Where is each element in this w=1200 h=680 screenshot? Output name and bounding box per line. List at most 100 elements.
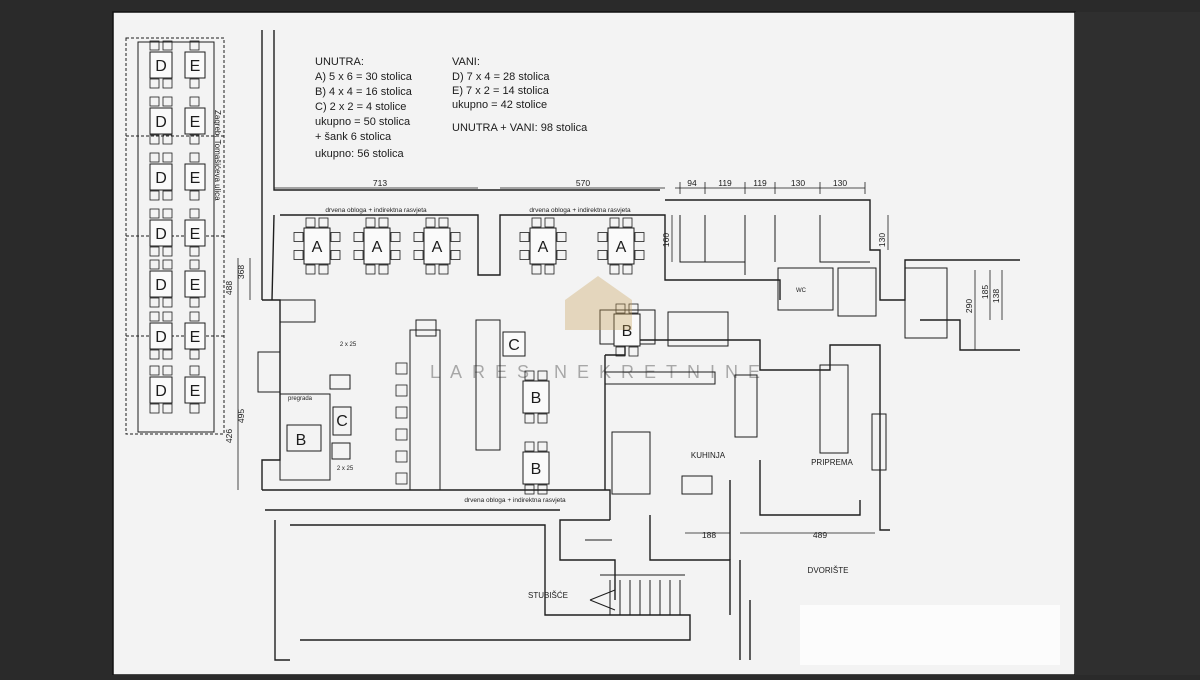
chair xyxy=(162,246,173,257)
table-top xyxy=(184,322,206,350)
dim-label: 489 xyxy=(813,530,827,540)
entrance-box xyxy=(279,299,316,323)
table-top xyxy=(522,451,550,485)
chair xyxy=(524,413,535,424)
wc-room xyxy=(777,267,834,311)
legend-inside-line: A) 5 x 6 = 30 stolica xyxy=(315,71,413,83)
wall-note: drvena obloga + indirektna rasvjeta xyxy=(325,207,427,214)
chair xyxy=(293,250,304,260)
chair xyxy=(330,250,341,260)
street-label: Zagreb, Tomašićeva ulica xyxy=(213,110,222,201)
seating-legend: UNUTRA: A) 5 x 6 = 30 stolica B) 4 x 4 =… xyxy=(315,56,588,160)
table-label: A xyxy=(538,239,549,256)
dim-label: 368 xyxy=(236,265,246,279)
dim-left xyxy=(237,258,251,490)
chair xyxy=(353,232,364,242)
chair xyxy=(149,78,160,89)
dim-right xyxy=(671,215,1003,350)
chair xyxy=(189,403,200,414)
chair xyxy=(189,152,200,163)
table-a: A xyxy=(353,217,401,275)
table-label: A xyxy=(312,239,323,256)
small-table xyxy=(329,374,351,390)
table-top xyxy=(607,227,635,265)
chair xyxy=(537,441,548,452)
chair xyxy=(305,217,316,228)
table-top xyxy=(522,380,550,414)
bar-stool xyxy=(395,362,408,375)
chair xyxy=(162,365,173,376)
table-a: A xyxy=(293,217,341,275)
chair xyxy=(524,441,535,452)
chair xyxy=(162,152,173,163)
dim-label: 713 xyxy=(373,178,387,188)
table-label: C xyxy=(508,337,520,354)
room-label-courtyard: DVORIŠTE xyxy=(808,566,849,575)
chair xyxy=(609,264,620,275)
chair xyxy=(189,297,200,308)
chair xyxy=(450,232,461,242)
bar-stool xyxy=(395,384,408,397)
chair xyxy=(162,134,173,145)
chair xyxy=(149,190,160,201)
chair xyxy=(305,264,316,275)
chair xyxy=(162,208,173,219)
table-label: A xyxy=(616,239,627,256)
chair xyxy=(537,370,548,381)
wall-notes: drvena obloga + indirektna rasvjeta drve… xyxy=(325,207,631,504)
chair xyxy=(519,232,530,242)
table-top xyxy=(303,227,331,265)
chair xyxy=(162,40,173,51)
chair xyxy=(390,250,401,260)
bar-front-counter xyxy=(475,319,501,451)
bar-stool xyxy=(395,450,408,463)
chair xyxy=(189,190,200,201)
dim-label: 495 xyxy=(236,409,246,423)
right-margin xyxy=(1075,12,1200,675)
chair xyxy=(365,264,376,275)
table-label: C xyxy=(336,413,348,430)
chair xyxy=(149,311,160,322)
table-label: B xyxy=(531,390,542,407)
legend-outside-line: E) 7 x 2 = 14 stolica xyxy=(452,85,550,97)
chair xyxy=(162,96,173,107)
table-top xyxy=(149,163,173,191)
table-b: B xyxy=(613,303,641,357)
chair xyxy=(162,190,173,201)
dimension-lines xyxy=(237,182,1003,534)
chair xyxy=(628,346,639,357)
table-top xyxy=(184,107,206,135)
dim-label: 2 x 25 xyxy=(337,466,354,472)
table-label: E xyxy=(190,170,201,187)
chair xyxy=(597,250,608,260)
building-walls xyxy=(261,30,1020,661)
legend-inside-line: C) 2 x 2 = 4 stolice xyxy=(315,101,406,113)
table-b: B xyxy=(522,370,550,424)
table-d: D xyxy=(149,208,173,257)
dim-label: 2 x 25 xyxy=(340,342,357,348)
legend-outside-line: ukupno = 42 stolice xyxy=(452,99,547,111)
table-top xyxy=(184,270,206,298)
stove xyxy=(681,475,713,495)
legend-inside-title: UNUTRA: xyxy=(315,56,364,68)
bar-stools xyxy=(395,362,408,485)
table-top xyxy=(149,270,173,298)
chair xyxy=(544,217,555,228)
table-label: A xyxy=(432,239,443,256)
table-d: D xyxy=(149,365,173,414)
table-a: A xyxy=(413,217,461,275)
terrace-inner xyxy=(137,41,215,433)
entrance-steps xyxy=(257,351,281,393)
legend-inside-line: + šank 6 stolica xyxy=(315,131,392,143)
chair xyxy=(597,232,608,242)
table-top xyxy=(149,376,173,404)
table-top xyxy=(184,163,206,191)
chair xyxy=(413,232,424,242)
wall-stair xyxy=(649,515,751,660)
storage-room xyxy=(837,267,877,317)
chair xyxy=(531,264,542,275)
table-label: B xyxy=(296,432,307,449)
